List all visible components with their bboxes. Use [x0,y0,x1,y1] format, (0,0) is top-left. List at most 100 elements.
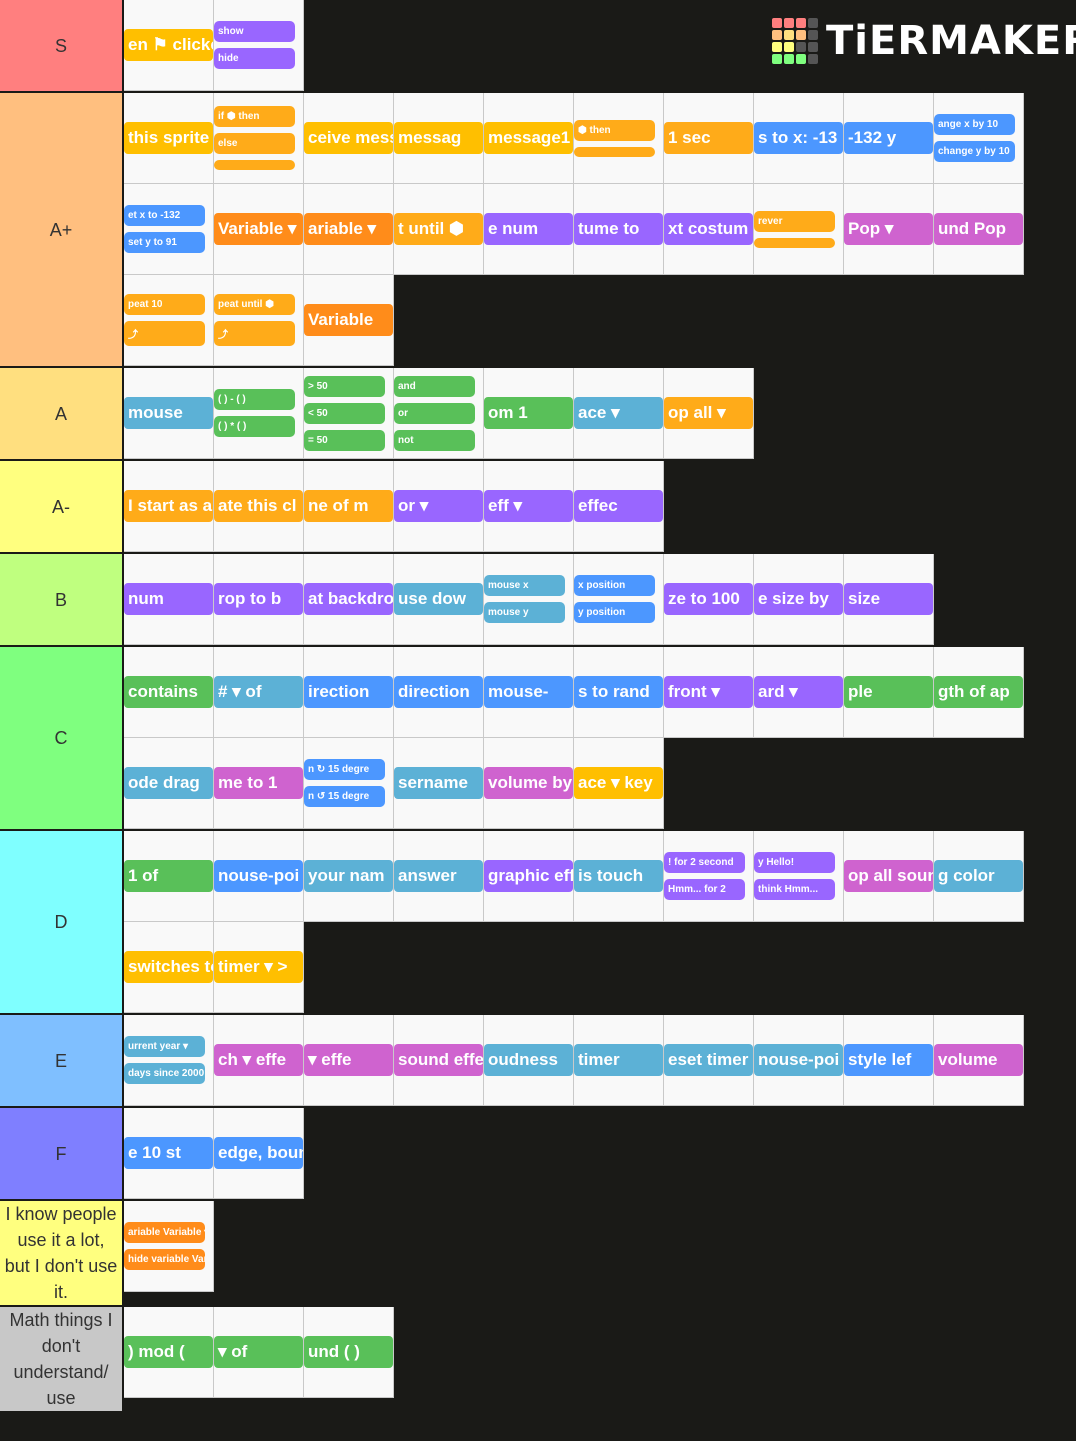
tier-item-block[interactable]: ( ) - ( )( ) * ( ) [214,368,304,459]
tier-item-block[interactable]: > 50< 50= 50 [304,368,394,459]
tier-item-block[interactable]: this sprite cl [124,93,214,184]
tier-item-block[interactable]: en ⚑ clicke [124,0,214,91]
tier-item-block[interactable]: ze to 100 [664,554,754,645]
tier-label[interactable]: A+ [0,93,124,366]
tier-item-block[interactable]: eset timer [664,1015,754,1106]
tier-item-block[interactable]: switches to [124,922,214,1013]
tier-item-block[interactable]: # ▾ of [214,647,304,738]
tier-item-block[interactable]: nouse-poi [214,831,304,922]
tier-item-block[interactable]: -132 y [844,93,934,184]
tier-item-block[interactable]: g color [934,831,1024,922]
tier-item-block[interactable]: 1 of [124,831,214,922]
tier-item-block[interactable]: sound effe [394,1015,484,1106]
tier-item-block[interactable]: tume to [574,184,664,275]
tier-item-block[interactable]: xt costum [664,184,754,275]
tier-item-block[interactable]: ) mod ( [124,1307,214,1398]
tier-item-block[interactable]: gth of ap [934,647,1024,738]
tier-item-block[interactable]: mouse- [484,647,574,738]
tier-item-block[interactable]: use dow [394,554,484,645]
tier-item-block[interactable]: is touch [574,831,664,922]
tier-item-block[interactable]: message1 [484,93,574,184]
tier-item-block[interactable]: rever [754,184,844,275]
tier-item-block[interactable]: me to 1 [214,738,304,829]
tier-label[interactable]: F [0,1108,124,1199]
tier-item-block[interactable]: ▾ effe [304,1015,394,1106]
tier-item-block[interactable]: op all ▾ [664,368,754,459]
tier-item-block[interactable]: peat until ⬢⤴ [214,275,304,366]
tier-item-block[interactable]: ace ▾ [574,368,664,459]
tier-label[interactable]: Math things I don't understand/ use [0,1307,124,1411]
tier-label[interactable]: B [0,554,124,645]
tier-item-block[interactable]: front ▾ [664,647,754,738]
tier-item-block[interactable]: mouse [124,368,214,459]
tier-item-block[interactable]: or ▾ [394,461,484,552]
tier-item-block[interactable]: ariable ▾ [304,184,394,275]
tier-item-block[interactable]: op all soun [844,831,934,922]
tier-item-block[interactable]: e num [484,184,574,275]
tier-label[interactable]: A- [0,461,124,552]
tier-item-block[interactable]: urrent year ▾days since 2000 [124,1015,214,1106]
tier-item-block[interactable]: eff ▾ [484,461,574,552]
tier-item-block[interactable]: volume by [484,738,574,829]
tier-item-block[interactable]: t until ⬢ [394,184,484,275]
tier-item-block[interactable]: ceive mess [304,93,394,184]
tier-item-block[interactable]: und Pop [934,184,1024,275]
tier-item-block[interactable]: ode drag [124,738,214,829]
tier-item-block[interactable]: ple [844,647,934,738]
tier-item-block[interactable]: s to rand [574,647,664,738]
tier-label[interactable]: A [0,368,124,459]
tier-item-block[interactable]: ace ▾ key [574,738,664,829]
tier-item-block[interactable]: direction [394,647,484,738]
tier-item-block[interactable]: ne of m [304,461,394,552]
tier-item-block[interactable]: irection [304,647,394,738]
tier-item-block[interactable]: your nam [304,831,394,922]
tier-item-block[interactable]: graphic eff [484,831,574,922]
tier-item-block[interactable]: sername [394,738,484,829]
tier-item-block[interactable]: ariable Variable ▾hide variable Variab [124,1201,214,1292]
tier-item-block[interactable]: Variable [304,275,394,366]
tier-item-block[interactable]: style lef [844,1015,934,1106]
tier-item-block[interactable]: volume [934,1015,1024,1106]
tier-item-block[interactable]: s to x: -13 [754,93,844,184]
tier-item-block[interactable]: e 10 st [124,1108,214,1199]
tier-item-block[interactable]: om 1 [484,368,574,459]
tier-item-block[interactable]: num [124,554,214,645]
tier-item-block[interactable]: rop to b [214,554,304,645]
tier-item-block[interactable]: ch ▾ effe [214,1015,304,1106]
tier-item-block[interactable]: contains [124,647,214,738]
tier-item-block[interactable]: Variable ▾ [214,184,304,275]
tier-item-block[interactable]: effec [574,461,664,552]
tier-item-block[interactable]: und ( ) [304,1307,394,1398]
tier-item-block[interactable]: timer ▾ > [214,922,304,1013]
tier-item-block[interactable]: e size by [754,554,844,645]
tier-item-block[interactable]: oudness [484,1015,574,1106]
tier-item-block[interactable]: ▾ of [214,1307,304,1398]
tier-label[interactable]: I know people use it a lot, but I don't … [0,1201,124,1305]
tier-item-block[interactable]: answer [394,831,484,922]
tier-label[interactable]: D [0,831,124,1013]
tier-item-block[interactable]: ate this cl [214,461,304,552]
tier-item-block[interactable]: size [844,554,934,645]
tier-item-block[interactable]: edge, boun [214,1108,304,1199]
tier-item-block[interactable]: I start as a c [124,461,214,552]
tier-item-block[interactable]: nouse-poi [754,1015,844,1106]
tier-item-block[interactable]: ⬢ then [574,93,664,184]
tier-item-block[interactable]: 1 sec [664,93,754,184]
tier-item-block[interactable]: messag [394,93,484,184]
tier-item-block[interactable]: timer [574,1015,664,1106]
tier-item-block[interactable]: Pop ▾ [844,184,934,275]
tier-item-block[interactable]: peat 10⤴ [124,275,214,366]
tier-item-block[interactable]: y Hello!think Hmm... [754,831,844,922]
tier-label[interactable]: C [0,647,124,829]
tier-label[interactable]: S [0,0,124,91]
tier-label[interactable]: E [0,1015,124,1106]
